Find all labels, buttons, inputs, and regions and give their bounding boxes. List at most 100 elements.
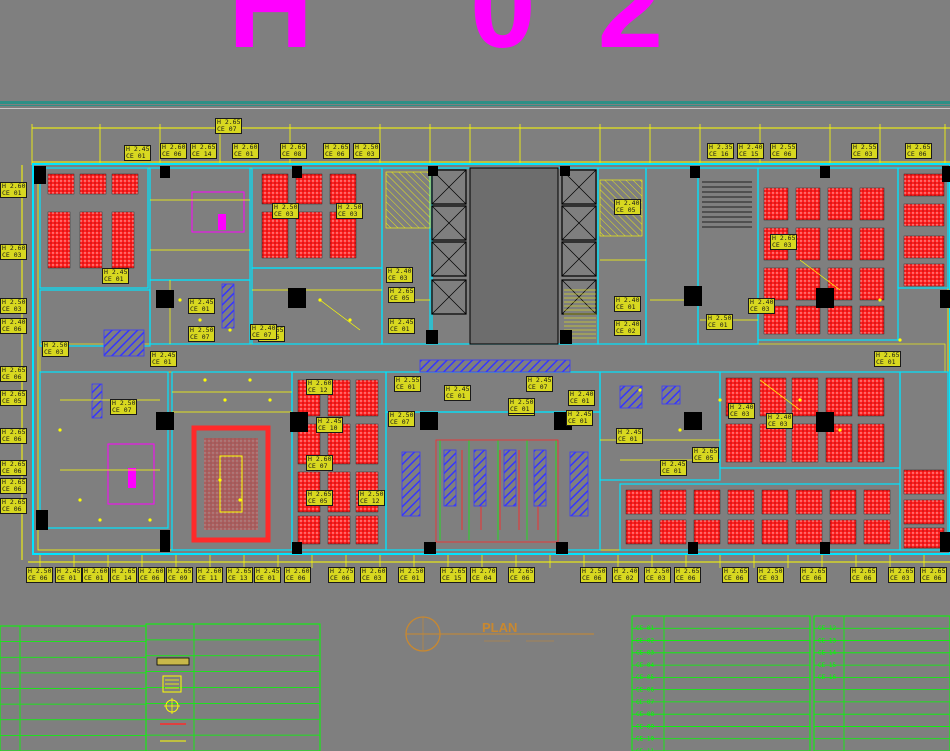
ceiling-code: CE 01 [190, 305, 210, 313]
light-fixture [898, 338, 902, 342]
ceiling-code: CE 16 [709, 150, 729, 158]
ceiling-code: CE 01 [400, 574, 420, 582]
sheet-title: H 02 [228, 0, 726, 73]
ceiling-code: CE 03 [890, 574, 910, 582]
ceiling-code: CE 04 [472, 574, 492, 582]
desk-block [329, 173, 357, 205]
ceiling-height: H 2.55 [853, 143, 877, 151]
desk-block [625, 489, 653, 515]
desk-block [857, 423, 885, 463]
light-grid-frame [435, 439, 559, 543]
hatch-area [533, 449, 547, 507]
desk-block [761, 489, 789, 515]
desk-block [47, 173, 75, 195]
desk-block [903, 203, 945, 227]
detail-line [759, 379, 801, 411]
ceiling-height: H 2.50 [274, 203, 298, 211]
room-partition [39, 167, 149, 289]
table-code-label: CE 14 [818, 650, 836, 657]
ceiling-height: H 2.65 [325, 143, 349, 151]
ceiling-height: H 2.60 [198, 567, 222, 575]
elevator-cross [561, 169, 597, 205]
ceiling-height: H 2.40 [616, 296, 640, 304]
light-fixture [223, 398, 227, 402]
ceiling-height: H 2.60 [308, 379, 332, 387]
desk-block [693, 519, 721, 545]
column [428, 166, 438, 176]
table-code-label: CE 08 [636, 711, 654, 718]
elevator-shaft [431, 279, 467, 315]
light-fixture [218, 478, 222, 482]
ceiling-code: CE 13 [228, 574, 248, 582]
ceiling-code: CE 06 [286, 574, 306, 582]
hatch-area [401, 451, 421, 517]
elevator-cross [561, 205, 597, 241]
elevator-shaft [431, 169, 467, 205]
column [34, 166, 46, 184]
ceiling-height: H 2.65 [282, 143, 306, 151]
ceiling-height: H 2.50 [708, 314, 732, 322]
ceiling-height: H 2.45 [190, 298, 214, 306]
column [36, 510, 48, 530]
desk-block [727, 489, 755, 515]
elevator-cross [431, 241, 467, 277]
desk-block [295, 173, 323, 205]
column [684, 412, 702, 430]
ceiling-code: CE 03 [338, 210, 358, 218]
ceiling-height: H 2.65 [112, 567, 136, 575]
ceiling-code: CE 06 [510, 574, 530, 582]
ceiling-code: CE 07 [190, 333, 210, 341]
ceiling-code: CE 01 [568, 417, 588, 425]
desk-block [795, 187, 821, 221]
light-fixture [248, 378, 252, 382]
plan-label: PLAN [404, 614, 604, 656]
column [426, 330, 438, 344]
elevator-cross [561, 241, 597, 277]
ceiling-height: H 2.45 [57, 567, 81, 575]
ceiling-height: H 2.50 [390, 411, 414, 419]
desk-block [795, 305, 821, 335]
ceiling-height: H 2.40 [739, 143, 763, 151]
desk-block [355, 423, 379, 465]
elevator-shaft [431, 241, 467, 277]
ceiling-height: H 2.65 [2, 428, 26, 436]
column [156, 290, 174, 308]
ceiling-height: H 2.60 [362, 567, 386, 575]
ceiling-height: H 2.60 [162, 143, 186, 151]
ceiling-height: H 2.60 [234, 143, 258, 151]
desk-block [829, 489, 857, 515]
desk-block [857, 377, 885, 417]
column [940, 290, 950, 308]
title-separator-band [0, 101, 950, 104]
column [160, 166, 170, 178]
ceiling-height: H 2.65 [2, 460, 26, 468]
ceiling-height: H 2.45 [390, 318, 414, 326]
ceiling-height: H 2.45 [662, 460, 686, 468]
column [556, 542, 568, 554]
desk-block [759, 423, 787, 463]
legend-table-right-1 [631, 615, 811, 751]
table-code-label: CE 02 [636, 637, 654, 644]
ceiling-height: H 2.45 [152, 351, 176, 359]
desk-block [859, 227, 885, 261]
ceiling-code: CE 01 [616, 303, 636, 311]
ceiling-code: CE 02 [616, 327, 636, 335]
